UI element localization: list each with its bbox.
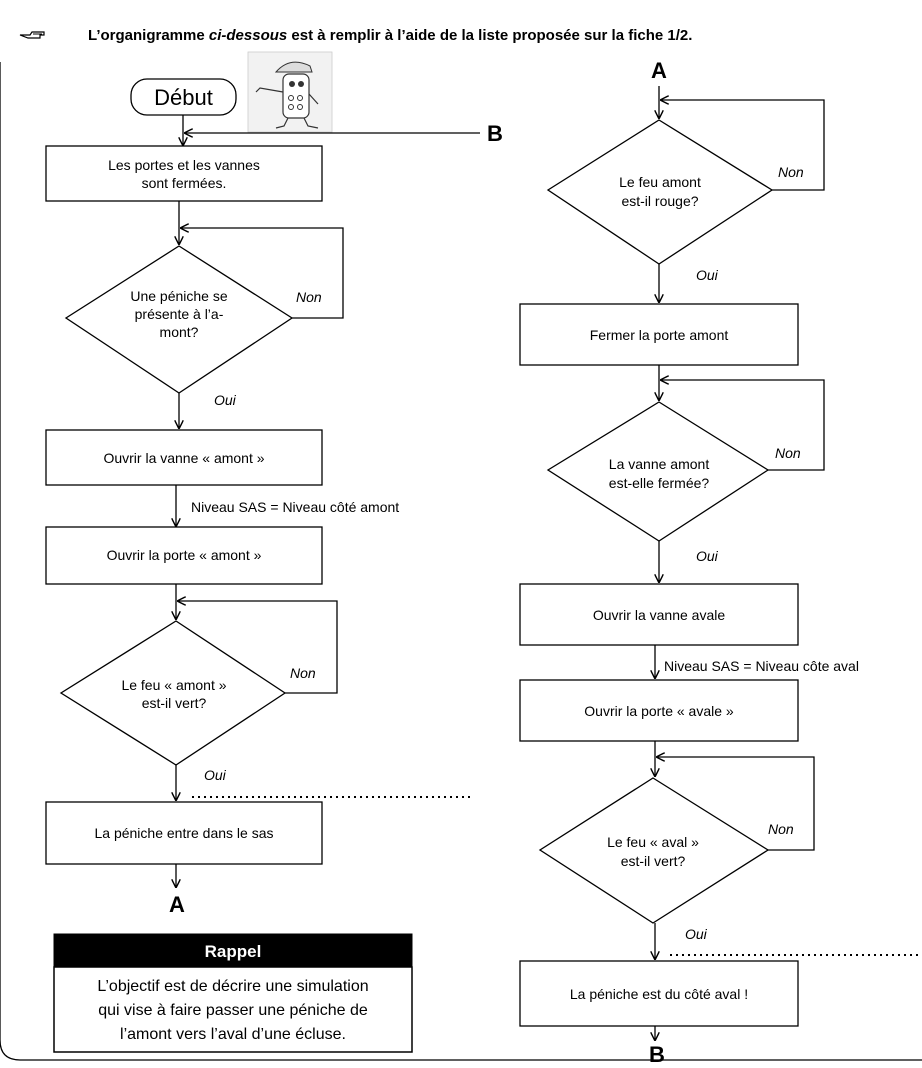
decision-barge-upstream-line1: Une péniche se xyxy=(130,288,228,304)
pointing-hand-icon xyxy=(19,31,45,39)
loop-no-dec2 xyxy=(178,601,338,694)
connector-b-exit: B xyxy=(649,1042,665,1067)
decision-upstream-red-line1: Le feu amont xyxy=(619,174,701,190)
instruction-text: L’organigramme ci-dessous est à remplir … xyxy=(88,27,692,44)
box-barge-downstream xyxy=(519,960,799,1027)
decision-upstream-red-line2: est-il rouge? xyxy=(621,193,698,209)
rappel-title: Rappel xyxy=(205,942,262,961)
box-barge-downstream-label: La péniche est du côté aval ! xyxy=(570,986,748,1002)
decision-barge-upstream-line2: présente à l’a- xyxy=(135,306,224,322)
rappel-line: L’objectif est de décrire une simulation xyxy=(97,978,368,995)
loop-no-rdec3 xyxy=(657,757,815,851)
yes-label: Oui xyxy=(204,767,227,783)
box-doors-closed xyxy=(45,145,323,202)
decision-upstream-light-line1: Le feu « amont » xyxy=(121,677,226,693)
box-doors-closed-line1: Les portes et les vannes xyxy=(108,157,260,173)
no-label: Non xyxy=(778,164,804,180)
page-frame xyxy=(0,62,922,1061)
rappel-body xyxy=(53,966,413,1053)
box-doors-closed-line2: sont fermées. xyxy=(142,175,227,191)
level-note-downstream: Niveau SAS = Niveau côte aval xyxy=(664,658,859,674)
rappel-header xyxy=(53,933,413,968)
yes-label: Oui xyxy=(696,267,719,283)
yes-label: Oui xyxy=(685,926,708,942)
decision-valve-closed-line1: La vanne amont xyxy=(609,456,710,472)
box-open-downstream-valve-label: Ouvrir la vanne avale xyxy=(593,607,726,623)
rappel-line: l’amont vers l’aval d’une écluse. xyxy=(120,1026,346,1043)
box-close-upstream-gate-label: Fermer la porte amont xyxy=(590,327,729,343)
loop-no-dec1 xyxy=(181,228,344,319)
decision-downstream-light xyxy=(538,777,770,924)
box-open-upstream-valve-label: Ouvrir la vanne « amont » xyxy=(103,450,264,466)
connector-a-entry: A xyxy=(651,58,667,83)
level-note-upstream: Niveau SAS = Niveau côté amont xyxy=(191,499,399,515)
loop-no-rdec2 xyxy=(661,380,825,471)
mascot-illustration xyxy=(247,51,333,133)
decision-valve-closed-line2: est-elle fermée? xyxy=(609,475,710,491)
decision-downstream-light-line1: Le feu « aval » xyxy=(607,834,699,850)
no-label: Non xyxy=(775,445,801,461)
no-label: Non xyxy=(290,665,316,681)
box-open-upstream-gate xyxy=(45,526,323,585)
box-open-upstream-gate-label: Ouvrir la porte « amont » xyxy=(107,547,262,563)
box-open-downstream-gate-label: Ouvrir la porte « avale » xyxy=(584,703,734,719)
connector-a-exit: A xyxy=(169,892,185,917)
decision-upstream-light xyxy=(59,620,287,766)
yes-label: Oui xyxy=(696,548,719,564)
connector-b-entry: B xyxy=(487,121,503,146)
box-close-upstream-gate xyxy=(519,303,799,366)
decision-downstream-light-line2: est-il vert? xyxy=(621,853,686,869)
no-label: Non xyxy=(768,821,794,837)
box-open-downstream-gate xyxy=(519,679,799,742)
decision-upstream-red xyxy=(546,119,774,265)
no-label: Non xyxy=(296,289,322,305)
box-open-downstream-valve xyxy=(519,583,799,646)
start-label: Début xyxy=(154,85,213,110)
box-barge-enters-lock-label: La péniche entre dans le sas xyxy=(94,825,273,841)
rappel-line: qui vise à faire passer une péniche de xyxy=(98,1002,368,1019)
decision-barge-upstream-line3: mont? xyxy=(160,324,199,340)
yes-label: Oui xyxy=(214,392,237,408)
box-open-upstream-valve xyxy=(45,429,323,486)
decision-upstream-light-line2: est-il vert? xyxy=(142,695,207,711)
box-barge-enters-lock xyxy=(45,801,323,865)
loop-no-rdec1 xyxy=(661,100,825,191)
